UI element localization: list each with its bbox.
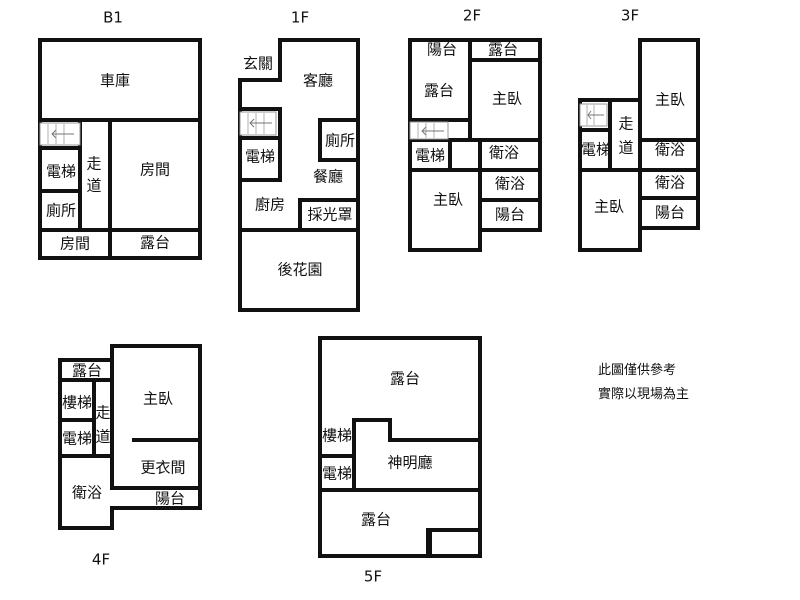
4f-sun: 陽台 — [155, 490, 185, 508]
floor-3f: 3F 主臥 走 道 電梯 衛浴 衛浴 主臥 陽台 — [578, 7, 700, 252]
2f-terrace-top: 露台 — [488, 41, 518, 59]
floor-label-5f: 5F — [364, 568, 382, 586]
floor-label-3f: 3F — [621, 7, 639, 25]
4f-corridor-2: 道 — [95, 428, 110, 446]
floor-label-1f: 1F — [291, 9, 309, 27]
b1-stair-icon — [39, 122, 81, 146]
1f-elevator: 電梯 — [245, 148, 275, 166]
1f-kitchen: 廚房 — [255, 196, 285, 214]
disclaimer-line-1: 此圖僅供參考 — [598, 363, 677, 378]
3f-master-b: 主臥 — [594, 198, 624, 216]
floor-1f: 1F 玄關 客廳 電梯 廁所 餐廳 廚房 採光罩 後花園 — [238, 9, 360, 312]
5f-stairs: 樓梯 — [322, 427, 352, 445]
b1-balcony: 露台 — [140, 234, 170, 252]
floor-5f: 5F 露台 樓梯 神明廳 電梯 露台 — [318, 336, 482, 586]
4f-terrace: 露台 — [72, 362, 102, 380]
3f-bath-b: 衛浴 — [655, 174, 685, 192]
2f-bath-a: 衛浴 — [489, 144, 519, 162]
1f-skylight: 採光罩 — [307, 206, 352, 224]
2f-sun-a: 陽台 — [427, 41, 457, 59]
1f-stair-icon — [239, 111, 277, 136]
floor-4f: 4F 露台 樓梯 走 道 電梯 主臥 更衣間 衛浴 陽台 — [58, 344, 202, 569]
b1-corridor-2: 道 — [86, 177, 101, 195]
3f-bath-a: 衛浴 — [655, 141, 685, 159]
2f-stair-icon — [409, 121, 449, 140]
2f-bath-b: 衛浴 — [495, 175, 525, 193]
2f-elevator: 電梯 — [415, 147, 445, 165]
1f-toilet: 廁所 — [325, 132, 355, 150]
5f-terrace-top: 露台 — [390, 370, 420, 388]
4f-outline — [58, 344, 202, 530]
4f-corridor-1: 走 — [95, 404, 110, 422]
floor-b1: B1 車庫 電梯 廁所 走 道 房間 房間 露台 — [38, 9, 202, 260]
1f-dining: 餐廳 — [313, 168, 343, 186]
3f-corridor-2: 道 — [618, 139, 633, 157]
floor-2f: 2F 陽台 露台 露台 主臥 電梯 衛浴 衛浴 主臥 陽台 — [408, 7, 542, 252]
floor-label-b1: B1 — [103, 9, 123, 27]
b1-corridor-1: 走 — [86, 155, 101, 173]
floor-label-2f: 2F — [463, 7, 481, 25]
3f-sun: 陽台 — [655, 204, 685, 222]
3f-outline — [578, 38, 700, 252]
5f-shrine: 神明廳 — [387, 454, 432, 472]
5f-terrace-bottom: 露台 — [361, 511, 391, 529]
disclaimer-line-2: 實際以現場為主 — [598, 387, 690, 402]
4f-master: 主臥 — [143, 390, 173, 408]
3f-master-a: 主臥 — [655, 91, 685, 109]
4f-stairs: 樓梯 — [62, 394, 92, 412]
2f-master-b: 主臥 — [433, 191, 463, 209]
2f-terrace: 露台 — [424, 82, 454, 100]
b1-garage: 車庫 — [100, 72, 130, 90]
1f-garden: 後花園 — [277, 261, 322, 279]
b1-toilet: 廁所 — [46, 202, 76, 220]
floor-label-4f: 4F — [92, 551, 110, 569]
4f-elevator: 電梯 — [62, 430, 92, 448]
4f-closet: 更衣間 — [140, 459, 185, 477]
3f-corridor-1: 走 — [618, 115, 633, 133]
3f-elevator: 電梯 — [581, 141, 611, 159]
2f-sun-b: 陽台 — [495, 206, 525, 224]
1f-living: 客廳 — [303, 72, 333, 90]
b1-room-big: 房間 — [140, 161, 170, 179]
2f-master-a: 主臥 — [492, 90, 522, 108]
3f-stair-icon — [579, 103, 608, 127]
1f-outline — [238, 38, 360, 312]
b1-room-small: 房間 — [60, 235, 90, 253]
1f-entrance: 玄關 — [243, 55, 273, 73]
4f-bath: 衛浴 — [72, 484, 102, 502]
b1-elevator: 電梯 — [46, 163, 76, 181]
5f-elevator: 電梯 — [322, 465, 352, 483]
